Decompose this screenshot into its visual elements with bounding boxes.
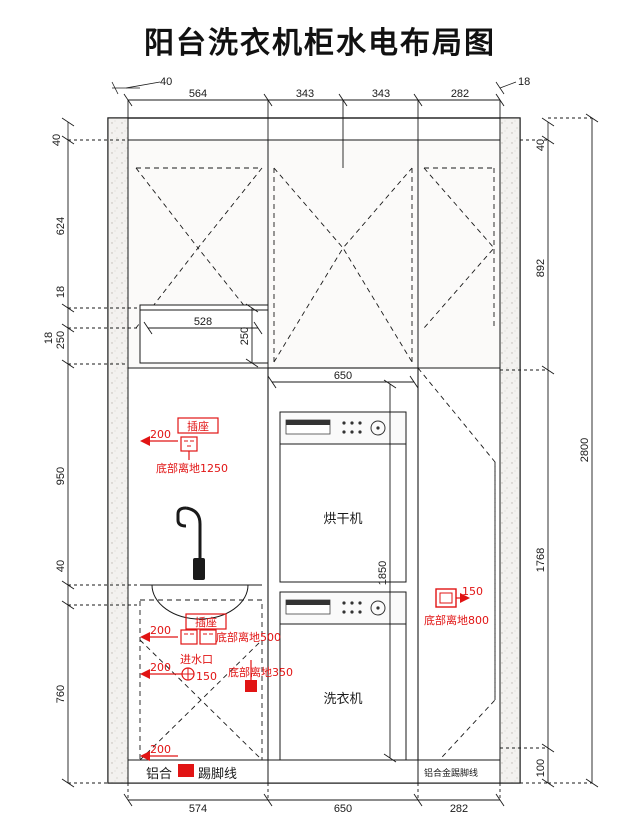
annotation-socket-mid-arrow: 200: [150, 624, 171, 637]
dim-machine-650: 650: [334, 370, 352, 382]
annotation-water-inlet-arrow: 200: [150, 661, 171, 674]
dim-left-760: 760: [55, 685, 67, 703]
annotation-socket-top-label: 插座: [187, 419, 209, 433]
dim-left-624: 624: [55, 217, 67, 235]
dim-left-40a: 40: [51, 134, 63, 146]
dim-top-18: 18: [518, 76, 530, 88]
annotation-water-inlet-note: 底部离地350: [228, 665, 293, 679]
annotation-water-inlet-extra: 150: [196, 670, 217, 683]
skirting-label-left2: 踢脚线: [198, 766, 237, 782]
dim-bottom-650: 650: [334, 803, 352, 815]
annotation-water-inlet[interactable]: 200 进水口 150 底部离地350: [140, 653, 293, 692]
annotation-bottom-left-arrow: 200: [150, 743, 171, 756]
annotation-socket-mid-note: 底部离地500: [216, 630, 281, 644]
dim-right-1768: 1768: [535, 548, 547, 572]
dim-shelf-250: 250: [239, 327, 251, 345]
skirting-label-left: 铝合: [146, 767, 172, 782]
dim-machine-1850: 1850: [377, 561, 389, 585]
dim-right-40: 40: [535, 139, 547, 151]
dim-left-18b: 18: [43, 332, 55, 344]
annotation-drain-right-note: 底部离地800: [424, 613, 489, 627]
annotation-bottom-left[interactable]: 200: [140, 743, 178, 761]
page-title: 阳台洗衣机柜水电布局图: [144, 26, 496, 61]
annotation-drain-right[interactable]: 150 底部离地800: [424, 585, 489, 627]
annotation-water-inlet-label: 进水口: [180, 653, 213, 666]
dim-right-2800: 2800: [579, 438, 591, 462]
annotation-socket-mid[interactable]: 200 插座 底部离地500: [140, 613, 281, 645]
dim-right-892: 892: [535, 259, 547, 277]
dim-left-18a: 18: [55, 286, 67, 298]
dim-left-40b: 40: [55, 560, 67, 572]
annotation-socket-mid-label: 插座: [195, 615, 217, 629]
annotation-socket-top-note: 底部离地1250: [156, 461, 228, 475]
dim-bottom-282: 282: [450, 803, 468, 815]
appliance-label-washer: 洗衣机: [323, 691, 362, 707]
dim-top-282: 282: [451, 88, 469, 100]
dim-top-40: 40: [160, 76, 172, 88]
annotation-drain-right-arrow: 150: [462, 585, 483, 598]
dim-left-950: 950: [55, 467, 67, 485]
annotation-socket-top-arrow: 200: [150, 428, 171, 441]
skirting-label-right: 铝合金踢脚线: [424, 767, 478, 779]
dim-top-343a: 343: [296, 88, 314, 100]
dim-right-100: 100: [535, 759, 547, 777]
dim-left-250: 250: [55, 331, 67, 349]
dim-shelf-528: 528: [194, 316, 212, 328]
dim-bottom-574: 574: [189, 803, 207, 815]
appliance-label-dryer: 烘干机: [323, 512, 362, 527]
dim-top-564: 564: [189, 88, 207, 100]
dim-top-343b: 343: [372, 88, 390, 100]
annotation-socket-top[interactable]: 200 插座 底部离地1250: [140, 417, 228, 475]
